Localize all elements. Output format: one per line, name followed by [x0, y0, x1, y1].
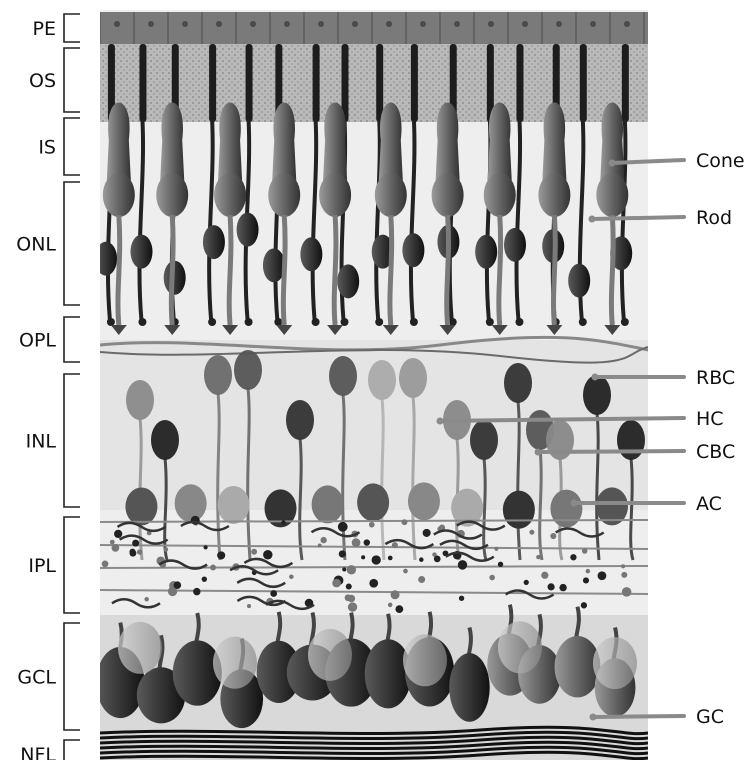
- layer-inl: INL: [26, 374, 80, 507]
- leader-dot: [535, 449, 542, 456]
- layer-labels: PE OS IS ONL OPL INL IPL GCL NFL: [16, 14, 80, 760]
- layer-is: IS: [38, 118, 80, 175]
- callout-label: RBC: [696, 367, 735, 389]
- callout-label: HC: [696, 408, 724, 430]
- leader-dot: [592, 374, 599, 381]
- layer-bracket: [64, 374, 80, 507]
- layer-label: OS: [29, 70, 56, 92]
- layer-label: OPL: [19, 330, 56, 352]
- callout-label: CBC: [696, 441, 735, 463]
- leader-line: [592, 217, 684, 219]
- layer-bracket: [64, 317, 80, 362]
- layer-nfl: NFL: [20, 740, 80, 760]
- layer-label: NFL: [20, 744, 56, 760]
- layer-gcl: GCL: [17, 623, 80, 730]
- layer-label: IPL: [28, 555, 56, 577]
- layer-bracket: [64, 48, 80, 112]
- layer-label: INL: [26, 431, 57, 453]
- layer-bracket: [64, 182, 80, 305]
- leader-dot: [609, 160, 616, 167]
- retina-cell-illustration: [95, 10, 664, 760]
- callout-label: Rod: [696, 207, 732, 229]
- callout-label: Cone: [696, 150, 745, 172]
- layer-bracket: [64, 118, 80, 175]
- leader-dot: [437, 418, 444, 425]
- layer-ipl: IPL: [28, 517, 80, 613]
- leader-line: [593, 716, 684, 717]
- layer-label: GCL: [17, 667, 56, 689]
- layer-bracket: [64, 623, 80, 730]
- layer-label: IS: [38, 137, 56, 159]
- layer-label: PE: [33, 18, 56, 40]
- layer-onl: ONL: [16, 182, 80, 305]
- leader-dot: [590, 714, 597, 721]
- layer-bracket: [64, 14, 80, 42]
- layer-bracket: [64, 517, 80, 613]
- leader-line: [538, 451, 684, 452]
- leader-dot: [589, 216, 596, 223]
- callout-label: AC: [696, 493, 722, 515]
- layer-os: OS: [29, 48, 80, 112]
- callout-label: GC: [696, 706, 724, 728]
- layer-label: ONL: [16, 234, 56, 256]
- layer-bracket: [64, 740, 80, 760]
- layer-opl: OPL: [19, 317, 80, 362]
- layer-pe: PE: [33, 14, 80, 42]
- leader-dot: [571, 500, 578, 507]
